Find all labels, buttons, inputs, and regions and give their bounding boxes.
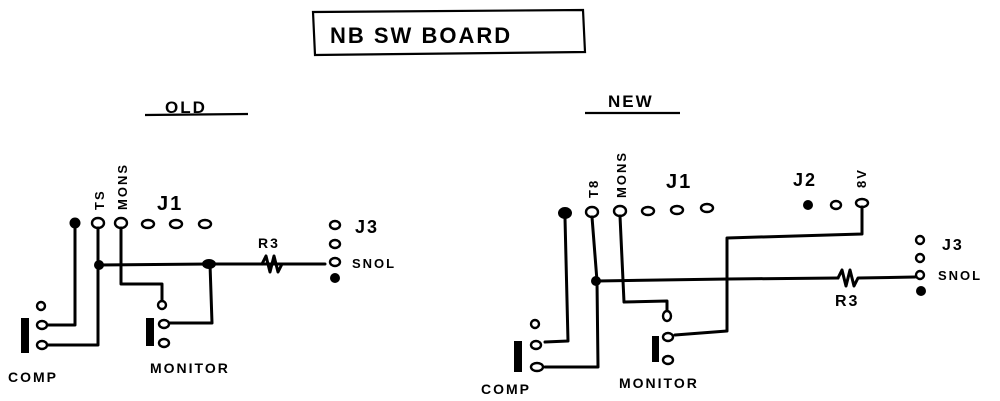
new-j1-label: J1: [666, 171, 692, 193]
new-monitor-label: MONITOR: [619, 375, 699, 391]
new-wire-t8-comp: [543, 215, 600, 369]
old-resistor-r3: [260, 254, 292, 274]
new-j1-pin-4: [640, 205, 656, 217]
new-j2-label: J2: [793, 170, 817, 190]
old-snol-label: SNOL: [352, 256, 396, 271]
new-j3-label: J3: [942, 237, 964, 254]
old-j3-pin-ground: [330, 273, 340, 283]
old-j1-pin-6: [197, 218, 213, 230]
old-junction-1: [94, 260, 104, 270]
old-monitor-pin-3: [157, 337, 171, 349]
old-heading: OLD: [165, 98, 207, 117]
new-comp-pin-1: [529, 318, 541, 330]
new-comp-jack-body: [514, 341, 522, 372]
new-heading: NEW: [608, 92, 654, 111]
new-wire-ground-comp: [543, 216, 570, 344]
new-j2-pin-ground: [803, 200, 813, 210]
new-comp-label: COMP: [481, 381, 531, 397]
new-wire-mons-monitor: [618, 214, 669, 314]
new-j3-pin-snol: [914, 269, 926, 281]
old-j1-pin-5: [168, 218, 184, 230]
old-comp-pin-1: [35, 300, 47, 312]
title-text: NB SW BOARD: [330, 23, 512, 48]
old-comp-label: COMP: [8, 369, 58, 385]
new-resistor-r3: [836, 268, 917, 288]
title-border: [311, 8, 587, 57]
new-junction: [591, 276, 601, 286]
old-j3-pin-1: [328, 219, 342, 231]
new-resistor-label: R3: [835, 293, 859, 310]
new-j1-pin-t8: [584, 205, 600, 219]
new-wire-bus: [595, 276, 840, 283]
old-monitor-jack-body: [146, 318, 154, 346]
new-pin-label-t8: T8: [586, 179, 601, 198]
new-pin-label-mons: MONS: [614, 151, 629, 198]
old-wire-mons-monitor: [119, 226, 164, 302]
old-resistor-label: R3: [258, 235, 280, 251]
old-comp-jack-body: [21, 318, 29, 353]
old-wire-ground-comp: [43, 226, 77, 327]
new-j2-pin-2: [829, 199, 843, 211]
new-pin-label-8v: 8V: [854, 168, 869, 188]
old-j1-label: J1: [157, 193, 183, 215]
old-comp-pin-3: [35, 339, 49, 351]
new-snol-label: SNOL: [938, 268, 982, 283]
new-monitor-pin-2: [661, 331, 675, 343]
old-pin-label-mons: MONS: [115, 163, 130, 210]
old-j1-pin-ground: [69, 217, 81, 229]
new-j1-pin-6: [699, 202, 715, 214]
new-wire-8v-monitor: [673, 205, 864, 337]
old-j3-pin-2: [328, 238, 342, 250]
new-comp-pin-2: [529, 339, 543, 351]
old-j1-pin-4: [140, 218, 156, 230]
new-comp-pin-3: [529, 361, 545, 373]
new-j3-pin-2: [914, 252, 926, 264]
new-j1-pin-5: [669, 204, 685, 216]
old-junction-2: [202, 259, 216, 269]
new-j3-pin-ground: [916, 286, 926, 296]
old-j3-label: J3: [355, 217, 379, 237]
new-monitor-jack-body: [652, 336, 659, 362]
old-heading-underline: [144, 112, 249, 117]
old-monitor-pin-1: [156, 299, 168, 311]
old-j3-pin-snol: [328, 256, 342, 268]
old-wire-monitor-return: [165, 262, 214, 325]
old-comp-pin-2: [35, 319, 49, 331]
old-monitor-pin-2: [157, 318, 171, 330]
new-diagram: NEW T8 MONS J1 J2 8V R3 J3 SNOL: [481, 92, 982, 397]
new-j3-pin-1: [914, 234, 926, 246]
old-diagram: OLD TS MONS J1 R3 J3 SNOL: [8, 98, 396, 385]
old-wire-ts-comp: [43, 226, 100, 347]
new-monitor-pin-3: [661, 354, 675, 366]
title-box: NB SW BOARD: [311, 8, 587, 57]
old-pin-label-ts: TS: [92, 189, 107, 210]
new-monitor-pin-1: [661, 309, 673, 323]
old-monitor-label: MONITOR: [150, 360, 230, 376]
